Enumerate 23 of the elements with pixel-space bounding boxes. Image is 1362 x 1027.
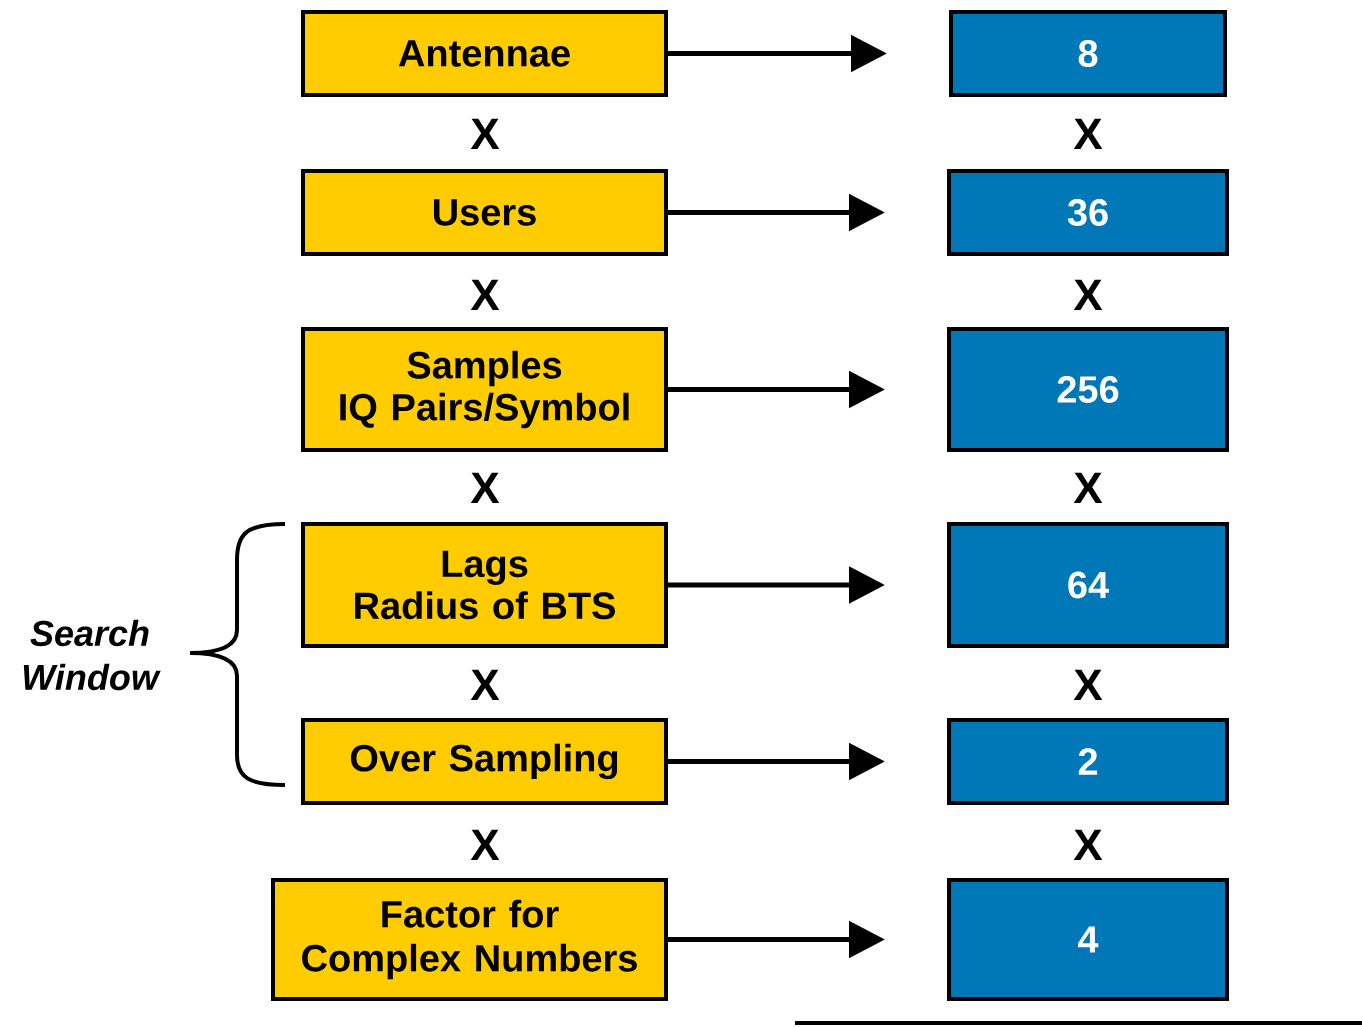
- value-box: 64: [947, 522, 1229, 648]
- multiply-sign: X: [470, 472, 500, 504]
- factor-box: Factor for Complex Numbers: [271, 878, 668, 1001]
- factor-box: Users: [301, 169, 668, 256]
- value-box: 8: [949, 10, 1227, 97]
- factor-box: Antennae: [301, 10, 668, 97]
- side-label: Search Window: [23, 619, 161, 691]
- multiply-sign: X: [1073, 669, 1103, 701]
- value-box: 4: [947, 878, 1229, 1001]
- factor-box: Samples IQ Pairs/Symbol: [301, 327, 668, 452]
- value-box: 256: [947, 327, 1229, 452]
- multiply-sign: X: [470, 118, 500, 150]
- multiply-sign: X: [470, 279, 500, 311]
- multiply-sign: X: [1073, 118, 1103, 150]
- multiply-sign: X: [1073, 279, 1103, 311]
- value-box: 2: [947, 718, 1229, 805]
- multiply-sign: X: [470, 829, 500, 861]
- value-box: 36: [947, 169, 1229, 256]
- multiply-sign: X: [470, 669, 500, 701]
- factor-box: Over Sampling: [301, 718, 668, 805]
- multiply-sign: X: [1073, 829, 1103, 861]
- factor-box: Lags Radius of BTS: [301, 522, 668, 648]
- multiply-sign: X: [1073, 472, 1103, 504]
